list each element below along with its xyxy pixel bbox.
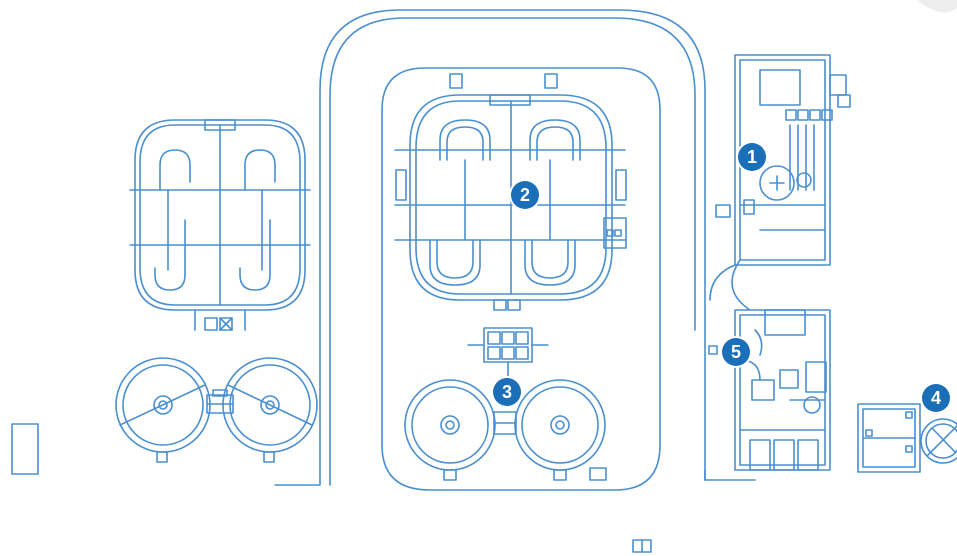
left-clarifiers [115, 357, 318, 463]
marker-4[interactable]: 4 [922, 384, 950, 412]
corner-decoration [917, 0, 957, 13]
small-building [11, 423, 39, 475]
right-building-complex [704, 54, 851, 481]
marker-1[interactable]: 1 [738, 143, 766, 171]
left-oval-basins [129, 119, 311, 331]
marker-5[interactable]: 5 [722, 338, 750, 366]
central-treatment-area [381, 67, 661, 491]
fence-loop [274, 9, 706, 486]
right-tank-structure [857, 403, 957, 473]
marker-3[interactable]: 3 [493, 378, 521, 406]
marker-2[interactable]: 2 [511, 181, 539, 209]
